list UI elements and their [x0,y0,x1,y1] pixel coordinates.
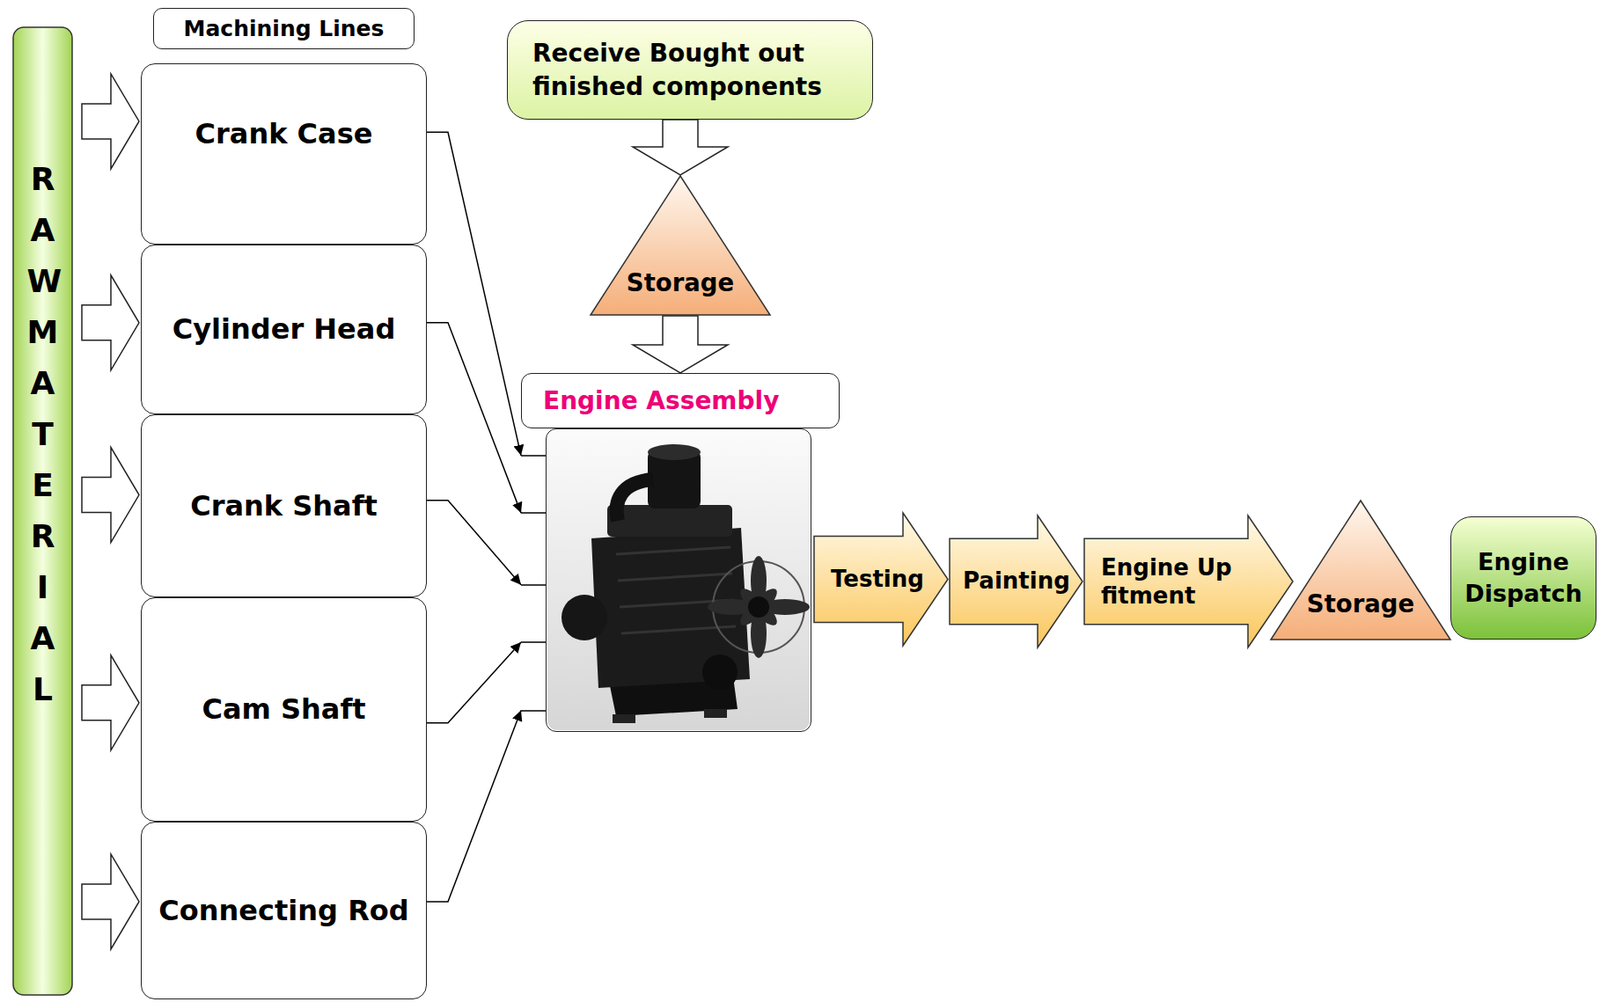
engine-pulley [702,654,738,690]
supply-box: Receive Bought out finished components [506,20,874,120]
machining-line-box: Cylinder Head [140,244,427,415]
section-label: Machining Lines [153,7,415,50]
node-text: Storage [1306,589,1415,619]
assembly-box: Engine Assembly [521,373,840,733]
flow-block-arrow [81,275,140,371]
tick-line [521,512,546,514]
assembly-image-frame [545,428,812,733]
node-text: Connecting Rod [158,894,409,928]
machining-line-box: Crank Shaft [140,414,427,598]
triangle-shape [590,176,771,316]
storage-triangle: Storage [589,175,771,316]
node-text: Cylinder Head [172,312,397,346]
part-feed-line [426,711,522,903]
node-outline [1083,514,1294,649]
tick-line [521,710,546,712]
process-arrow: Testing [813,512,949,647]
fan-blade [735,584,782,631]
fan-blade [735,584,782,631]
node-outline [1269,499,1452,641]
node-text: RAW MATERIAL [27,154,59,716]
tick-line [521,641,546,644]
assembly-heading-box: Engine Assembly [521,373,840,429]
chevron-shape [949,515,1083,648]
engine-intake-pipe [616,479,654,522]
engine-air-filter-top [647,444,701,461]
node-text: Crank Case [195,117,374,151]
node-text: Painting [962,567,1071,595]
flow-block-arrow [632,119,728,176]
engine-foot [704,709,727,719]
engine-turbo [561,594,608,641]
flow-block-arrow [81,655,140,751]
machining-line-box: Connecting Rod [140,822,427,1000]
engine-valve-cover [607,505,733,537]
triangle-shape [1270,500,1451,640]
node-text: Crank Shaft [190,489,378,523]
tick-line [521,455,546,457]
tick-line [521,584,546,587]
part-feed-line [426,500,522,586]
engine-fan-hub [748,596,770,618]
flow-block-arrow [81,854,140,950]
input-ticks [521,455,546,712]
flow-block-arrow [81,73,140,169]
node-text: Cam Shaft [201,692,366,727]
machining-line-box: Crank Case [140,63,427,245]
dispatch-box: Engine Dispatch [1450,516,1597,640]
node-text: Engine Up fitment [1100,553,1259,611]
engine-ribs [616,547,736,634]
part-feed-line [426,322,522,514]
chevron-shape [814,513,948,646]
chevron-shape [1084,515,1293,648]
raw-material-band: RAW MATERIAL [12,26,74,997]
engine-fan-blades [707,556,810,659]
band-shape [13,27,73,996]
part-feed-line [426,642,522,724]
flow-block-arrow [632,315,728,374]
engine-photo-ground [547,430,810,731]
node-text: Engine Assembly [543,386,779,417]
engine-foot [612,714,636,724]
storage-triangle: Storage [1269,499,1452,641]
part-feed-line [426,132,522,456]
node-text: Machining Lines [183,15,385,43]
machining-line-box: Cam Shaft [140,597,427,823]
node-text: Storage [626,268,734,298]
node-text: Testing [830,565,925,594]
process-arrow: Painting [948,514,1084,649]
flow-block-arrow [81,447,140,544]
node-text: Receive Bought out finished components [532,36,848,104]
node-text: Engine Dispatch [1458,546,1589,611]
process-arrow: Engine Up fitment [1083,514,1294,649]
